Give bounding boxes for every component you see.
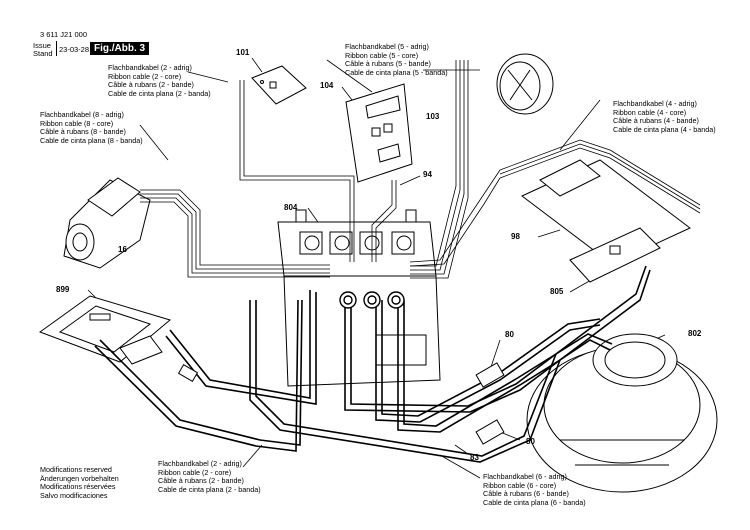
part-number-80-upper: 80	[505, 330, 514, 339]
stand-label: Stand	[33, 49, 53, 58]
part-number-98: 98	[511, 232, 520, 241]
footer-modifications-notice: Modifications reserved Änderungen vorbeh…	[40, 465, 119, 500]
part-number-80-lower: 80	[526, 437, 535, 446]
part-number-16: 16	[118, 245, 127, 254]
caption-ribbon-cable-4-core: Flachbandkabel (4 - adrig) Ribbon cable …	[613, 99, 716, 134]
part-number-804: 804	[284, 203, 298, 212]
part-number-899: 899	[56, 285, 70, 294]
issue-label: Issue	[33, 41, 51, 50]
part-number-104: 104	[320, 81, 334, 90]
header-divider	[56, 41, 57, 56]
caption-ribbon-cable-6-core: Flachbandkabel (6 - adrig) Ribbon cable …	[483, 472, 586, 507]
figure-label: Fig./Abb. 3	[90, 42, 150, 55]
caption-ribbon-cable-5-core: Flachbandkabel (5 - adrig) Ribbon cable …	[345, 42, 448, 77]
issue-date: 23-03-28	[59, 45, 90, 54]
caption-ribbon-cable-8-core: Flachbandkabel (8 - adrig) Ribbon cable …	[40, 110, 143, 145]
caption-ribbon-cable-2-core-bottom: Flachbandkabel (2 - adrig) Ribbon cable …	[158, 459, 261, 494]
part-number-805: 805	[550, 287, 564, 296]
part-number-103: 103	[426, 112, 440, 121]
part-number-802: 802	[688, 329, 702, 338]
part-number-94: 94	[423, 170, 432, 179]
document-number: 3 611 J21 000	[40, 30, 87, 39]
part-number-101: 101	[236, 48, 250, 57]
caption-ribbon-cable-2-core-top: Flachbandkabel (2 - adrig) Ribbon cable …	[108, 63, 211, 98]
part-number-83: 83	[470, 453, 479, 462]
